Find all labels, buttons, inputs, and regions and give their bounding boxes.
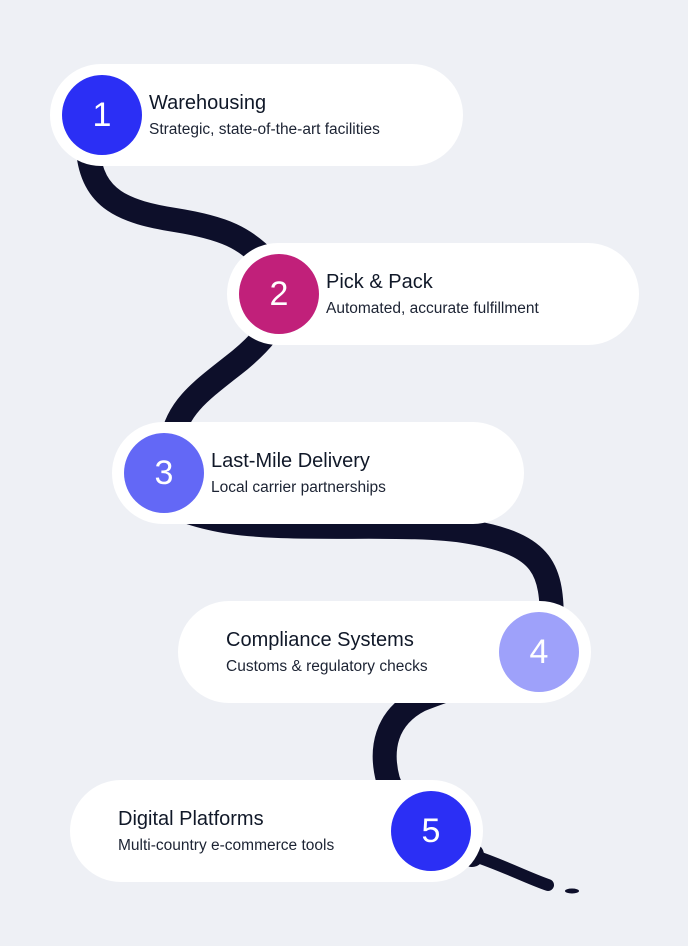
step-card-compliance-systems: Compliance Systems Customs & regulatory … bbox=[178, 601, 591, 703]
step-description: Multi-country e-commerce tools bbox=[118, 837, 335, 854]
step-card-warehousing: 1 Warehousing Strategic, state-of-the-ar… bbox=[50, 64, 463, 166]
step-title: Last-Mile Delivery bbox=[211, 450, 370, 472]
step-title: Compliance Systems bbox=[226, 629, 414, 651]
step-title: Pick & Pack bbox=[326, 271, 433, 293]
step-number-badge: 2 bbox=[239, 254, 319, 334]
step-number-badge: 4 bbox=[499, 612, 579, 692]
step-card-digital-platforms: Digital Platforms Multi-country e-commer… bbox=[70, 780, 483, 882]
road-speck bbox=[565, 888, 579, 894]
step-number-badge: 1 bbox=[62, 75, 142, 155]
step-card-last-mile-delivery: 3 Last-Mile Delivery Local carrier partn… bbox=[112, 422, 524, 524]
road-tail bbox=[466, 849, 554, 891]
step-description: Local carrier partnerships bbox=[211, 479, 386, 496]
step-description: Customs & regulatory checks bbox=[226, 658, 428, 675]
step-number-badge: 3 bbox=[124, 433, 204, 513]
step-title: Warehousing bbox=[149, 92, 267, 114]
step-card-pick-pack: 2 Pick & Pack Automated, accurate fulfil… bbox=[227, 243, 639, 345]
step-description: Strategic, state-of-the-art facilities bbox=[149, 121, 380, 138]
step-description: Automated, accurate fulfillment bbox=[326, 300, 539, 317]
step-title: Digital Platforms bbox=[118, 808, 264, 830]
step-number-badge: 5 bbox=[391, 791, 471, 871]
